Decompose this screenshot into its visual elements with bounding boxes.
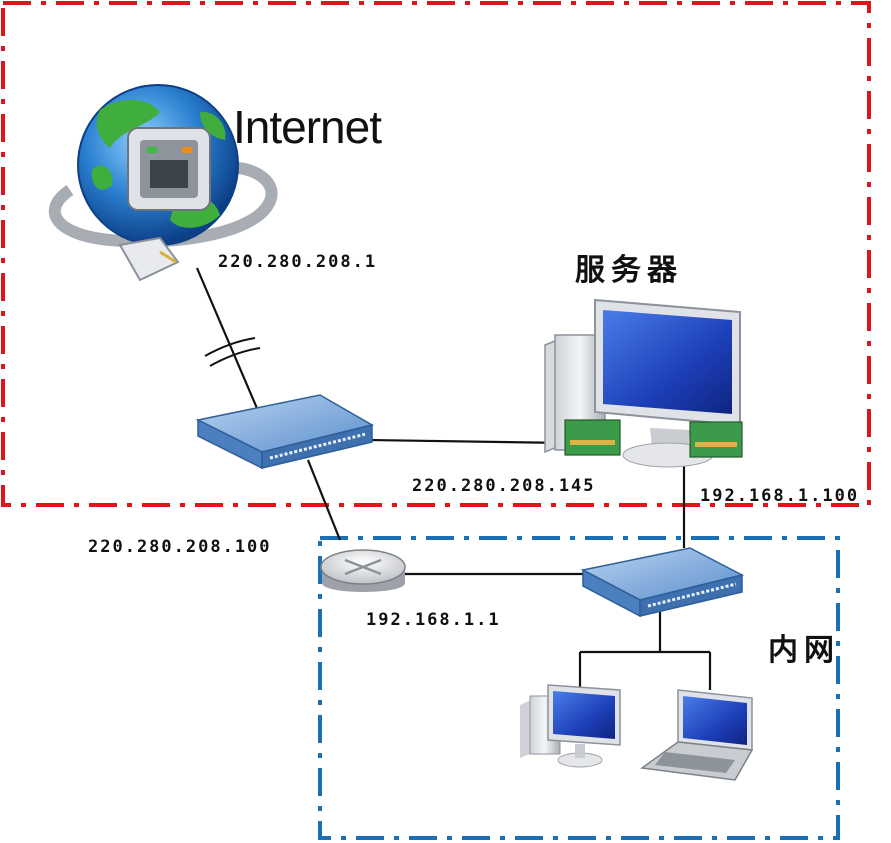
- ip-router-lan: 192.168.1.1: [366, 610, 501, 630]
- intranet-zone-boundary: [318, 536, 840, 840]
- cable-switch-router: [306, 459, 342, 541]
- server-title: 服务器: [575, 253, 683, 288]
- ip-server-internal: 192.168.1.100: [700, 486, 860, 506]
- ip-server-external: 220.280.208.145: [412, 476, 596, 496]
- desktop-icon: [520, 684, 621, 768]
- ip-router-wan: 220.280.208.100: [88, 537, 272, 557]
- cable-break-mark: [204, 337, 261, 367]
- internet-title: Internet: [233, 101, 382, 153]
- router-icon: [320, 549, 406, 592]
- external-zone-boundary: [1, 1, 871, 507]
- network-cables: [195, 267, 712, 690]
- cable-switch-server: [369, 438, 569, 445]
- intranet-label: 内网: [768, 633, 840, 668]
- server-icon: [544, 298, 743, 468]
- switch-icon: [195, 394, 374, 470]
- ethernet-plug-icon: [118, 236, 180, 282]
- ip-internet-gateway: 220.280.208.1: [218, 252, 378, 272]
- switch-icon-intranet: [580, 547, 745, 618]
- globe-icon: [48, 84, 278, 248]
- laptop-icon: [640, 689, 754, 781]
